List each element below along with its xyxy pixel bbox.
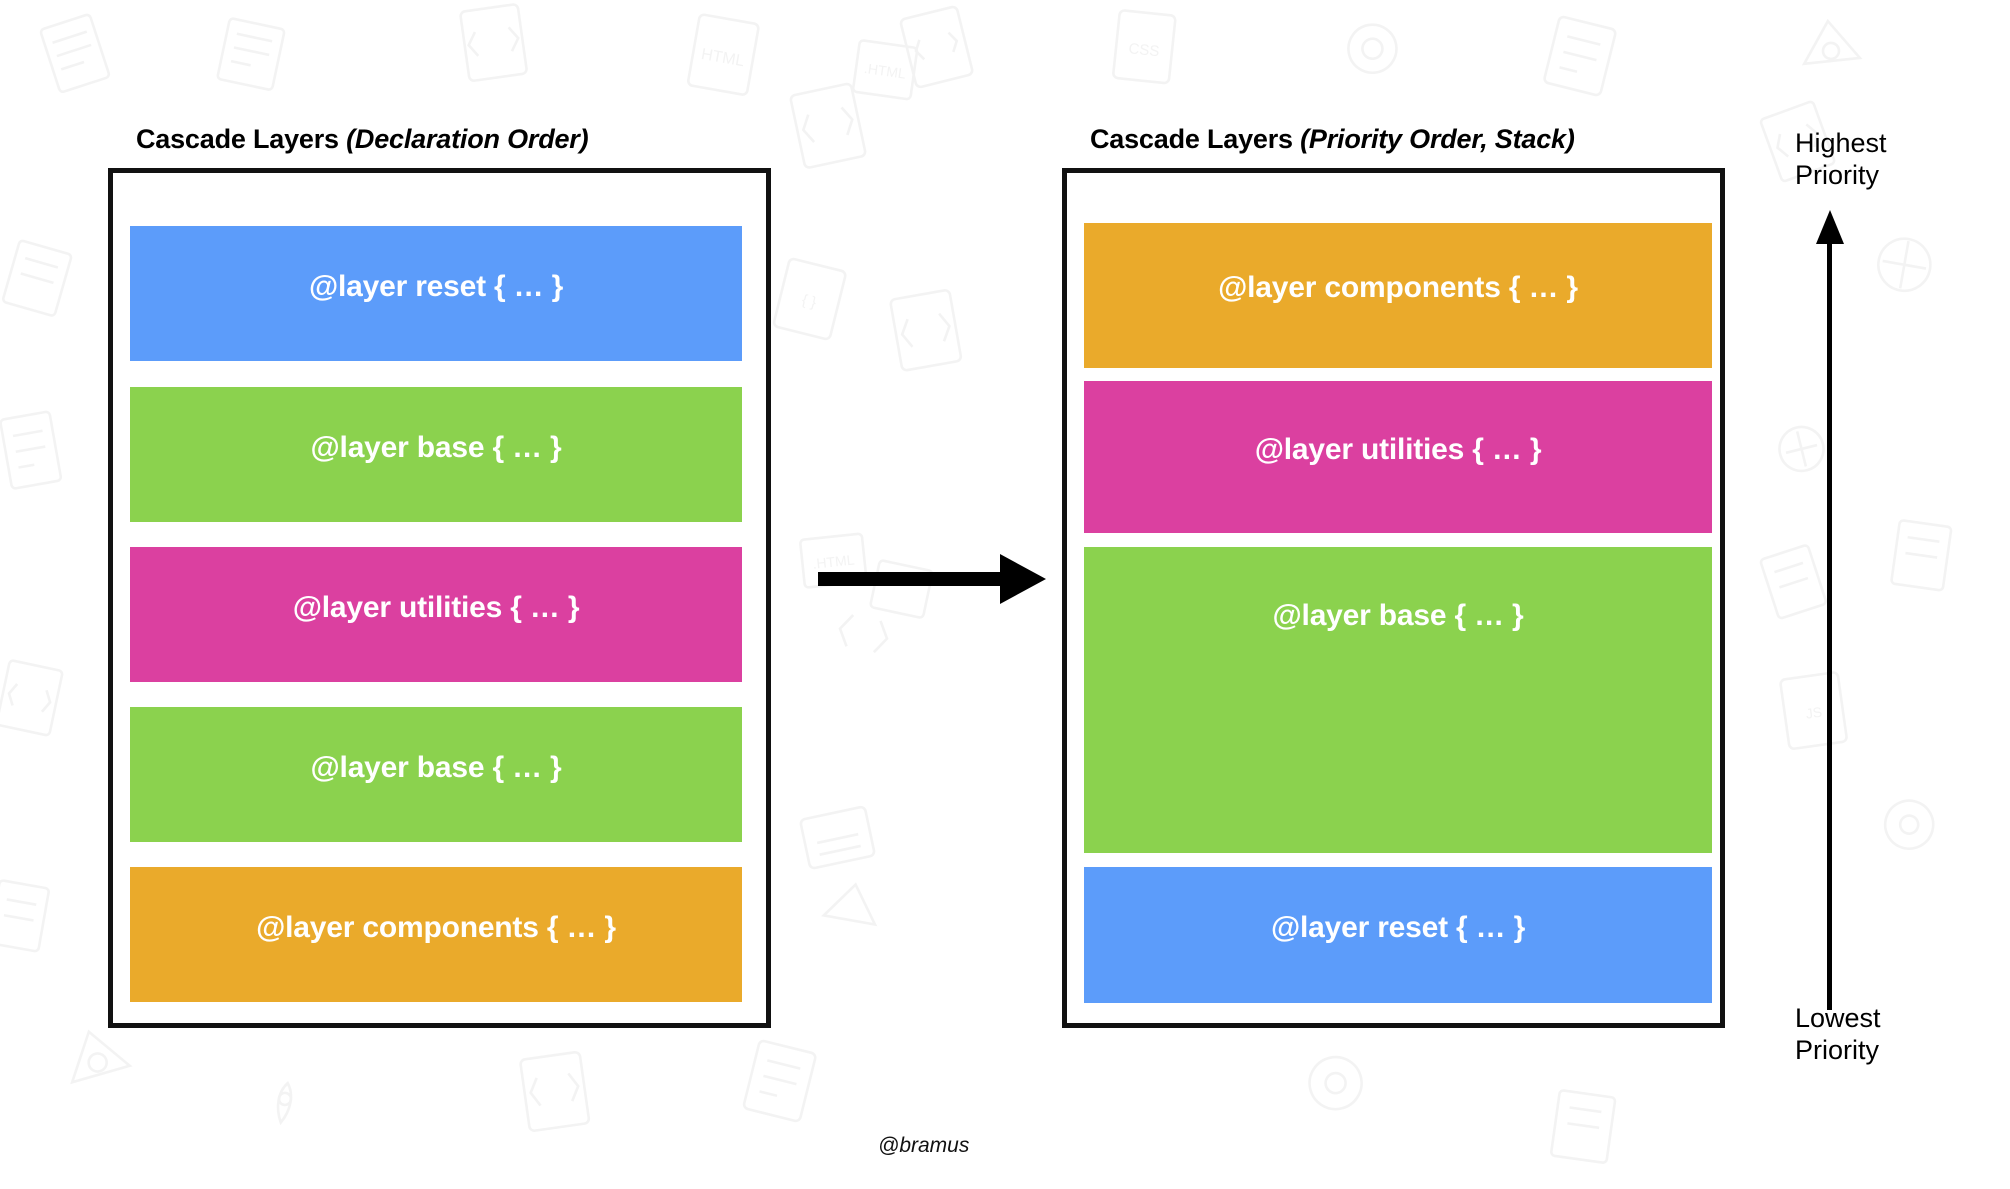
layer-block-label: @layer base { … } xyxy=(1272,599,1524,632)
priority-axis-arrow-up xyxy=(1800,210,1860,1010)
layer-block-base-2[interactable]: @layer base { … } xyxy=(130,707,742,842)
panel-title-main-text: Cascade Layers xyxy=(136,124,347,154)
axis-label-highest-line2: Priority xyxy=(1795,159,1880,190)
axis-label-lowest-priority: Lowest Priority xyxy=(1795,1003,1975,1067)
axis-label-highest-line1: Highest xyxy=(1795,128,1887,158)
svg-text:HTML: HTML xyxy=(700,46,746,70)
axis-label-lowest-line2: Priority xyxy=(1795,1034,1880,1065)
layer-block-label: @layer components { … } xyxy=(1218,271,1578,304)
layer-block-reset[interactable]: @layer reset { … } xyxy=(130,226,742,361)
axis-label-highest-priority: Highest Priority xyxy=(1795,128,1975,192)
panel-title-order-text: (Declaration Order) xyxy=(346,124,589,154)
cascade-layers-declaration-order-panel: @layer reset { … } @layer base { … } @la… xyxy=(108,168,771,1028)
panel-title-declaration-order: Cascade Layers (Declaration Order) xyxy=(136,124,589,155)
transform-arrow-right xyxy=(818,548,1048,610)
panel-title-priority-order: Cascade Layers (Priority Order, Stack) xyxy=(1090,124,1575,155)
author-credit: @bramus xyxy=(878,1134,970,1157)
layer-block-label: @layer utilities { … } xyxy=(292,591,580,624)
layer-block-label: @layer components { … } xyxy=(256,911,616,944)
axis-label-lowest-line1: Lowest xyxy=(1795,1003,1881,1033)
layer-block-base[interactable]: @layer base { … } xyxy=(1084,547,1712,853)
layer-block-reset[interactable]: @layer reset { … } xyxy=(1084,867,1712,1003)
layer-block-base-1[interactable]: @layer base { … } xyxy=(130,387,742,522)
layer-block-label: @layer base { … } xyxy=(310,431,562,464)
layer-block-label: @layer reset { … } xyxy=(1270,911,1526,944)
layer-block-label: @layer base { … } xyxy=(310,751,562,784)
layer-block-components[interactable]: @layer components { … } xyxy=(130,867,742,1002)
layer-block-utilities[interactable]: @layer utilities { … } xyxy=(130,547,742,682)
panel-title-main-text: Cascade Layers xyxy=(1090,124,1301,154)
cascade-layers-priority-order-panel: @layer components { … } @layer utilities… xyxy=(1062,168,1725,1028)
layer-block-utilities[interactable]: @layer utilities { … } xyxy=(1084,381,1712,533)
layer-block-components[interactable]: @layer components { … } xyxy=(1084,223,1712,368)
layer-block-label: @layer utilities { … } xyxy=(1254,433,1542,466)
layer-block-label: @layer reset { … } xyxy=(308,270,564,303)
panel-title-order-text: (Priority Order, Stack) xyxy=(1300,124,1575,154)
svg-text:.HTML: .HTML xyxy=(863,60,907,82)
svg-text:CSS: CSS xyxy=(1128,40,1160,60)
svg-text:{ }: { } xyxy=(800,291,818,311)
